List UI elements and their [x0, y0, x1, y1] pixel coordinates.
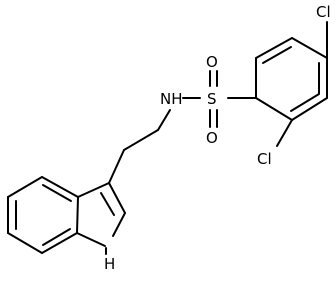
bond-ch2-ch2	[123, 129, 159, 151]
atom-label-sulfur: S	[207, 90, 217, 108]
atom-label-oxygen-lower: O	[206, 129, 218, 147]
bond-n-ch2	[157, 109, 171, 131]
atom-label-indole-h: H	[104, 255, 115, 273]
atom-label-oxygen-upper: O	[206, 53, 218, 71]
atom-label-cl-top: Cl	[316, 3, 331, 21]
pyrrole-ring	[76, 182, 126, 247]
bond-s-o-upper	[209, 70, 218, 87]
bond-c-cl-bottom	[276, 119, 293, 147]
dichlorobenzene-ring	[255, 37, 328, 121]
bond-ch2-indole	[108, 149, 125, 184]
atom-label-cl-bottom: Cl	[257, 150, 272, 168]
atom-label-amide-nh: NH	[160, 90, 183, 108]
bond-s-o-lower	[209, 109, 218, 128]
indole-benzene-ring	[7, 176, 79, 254]
